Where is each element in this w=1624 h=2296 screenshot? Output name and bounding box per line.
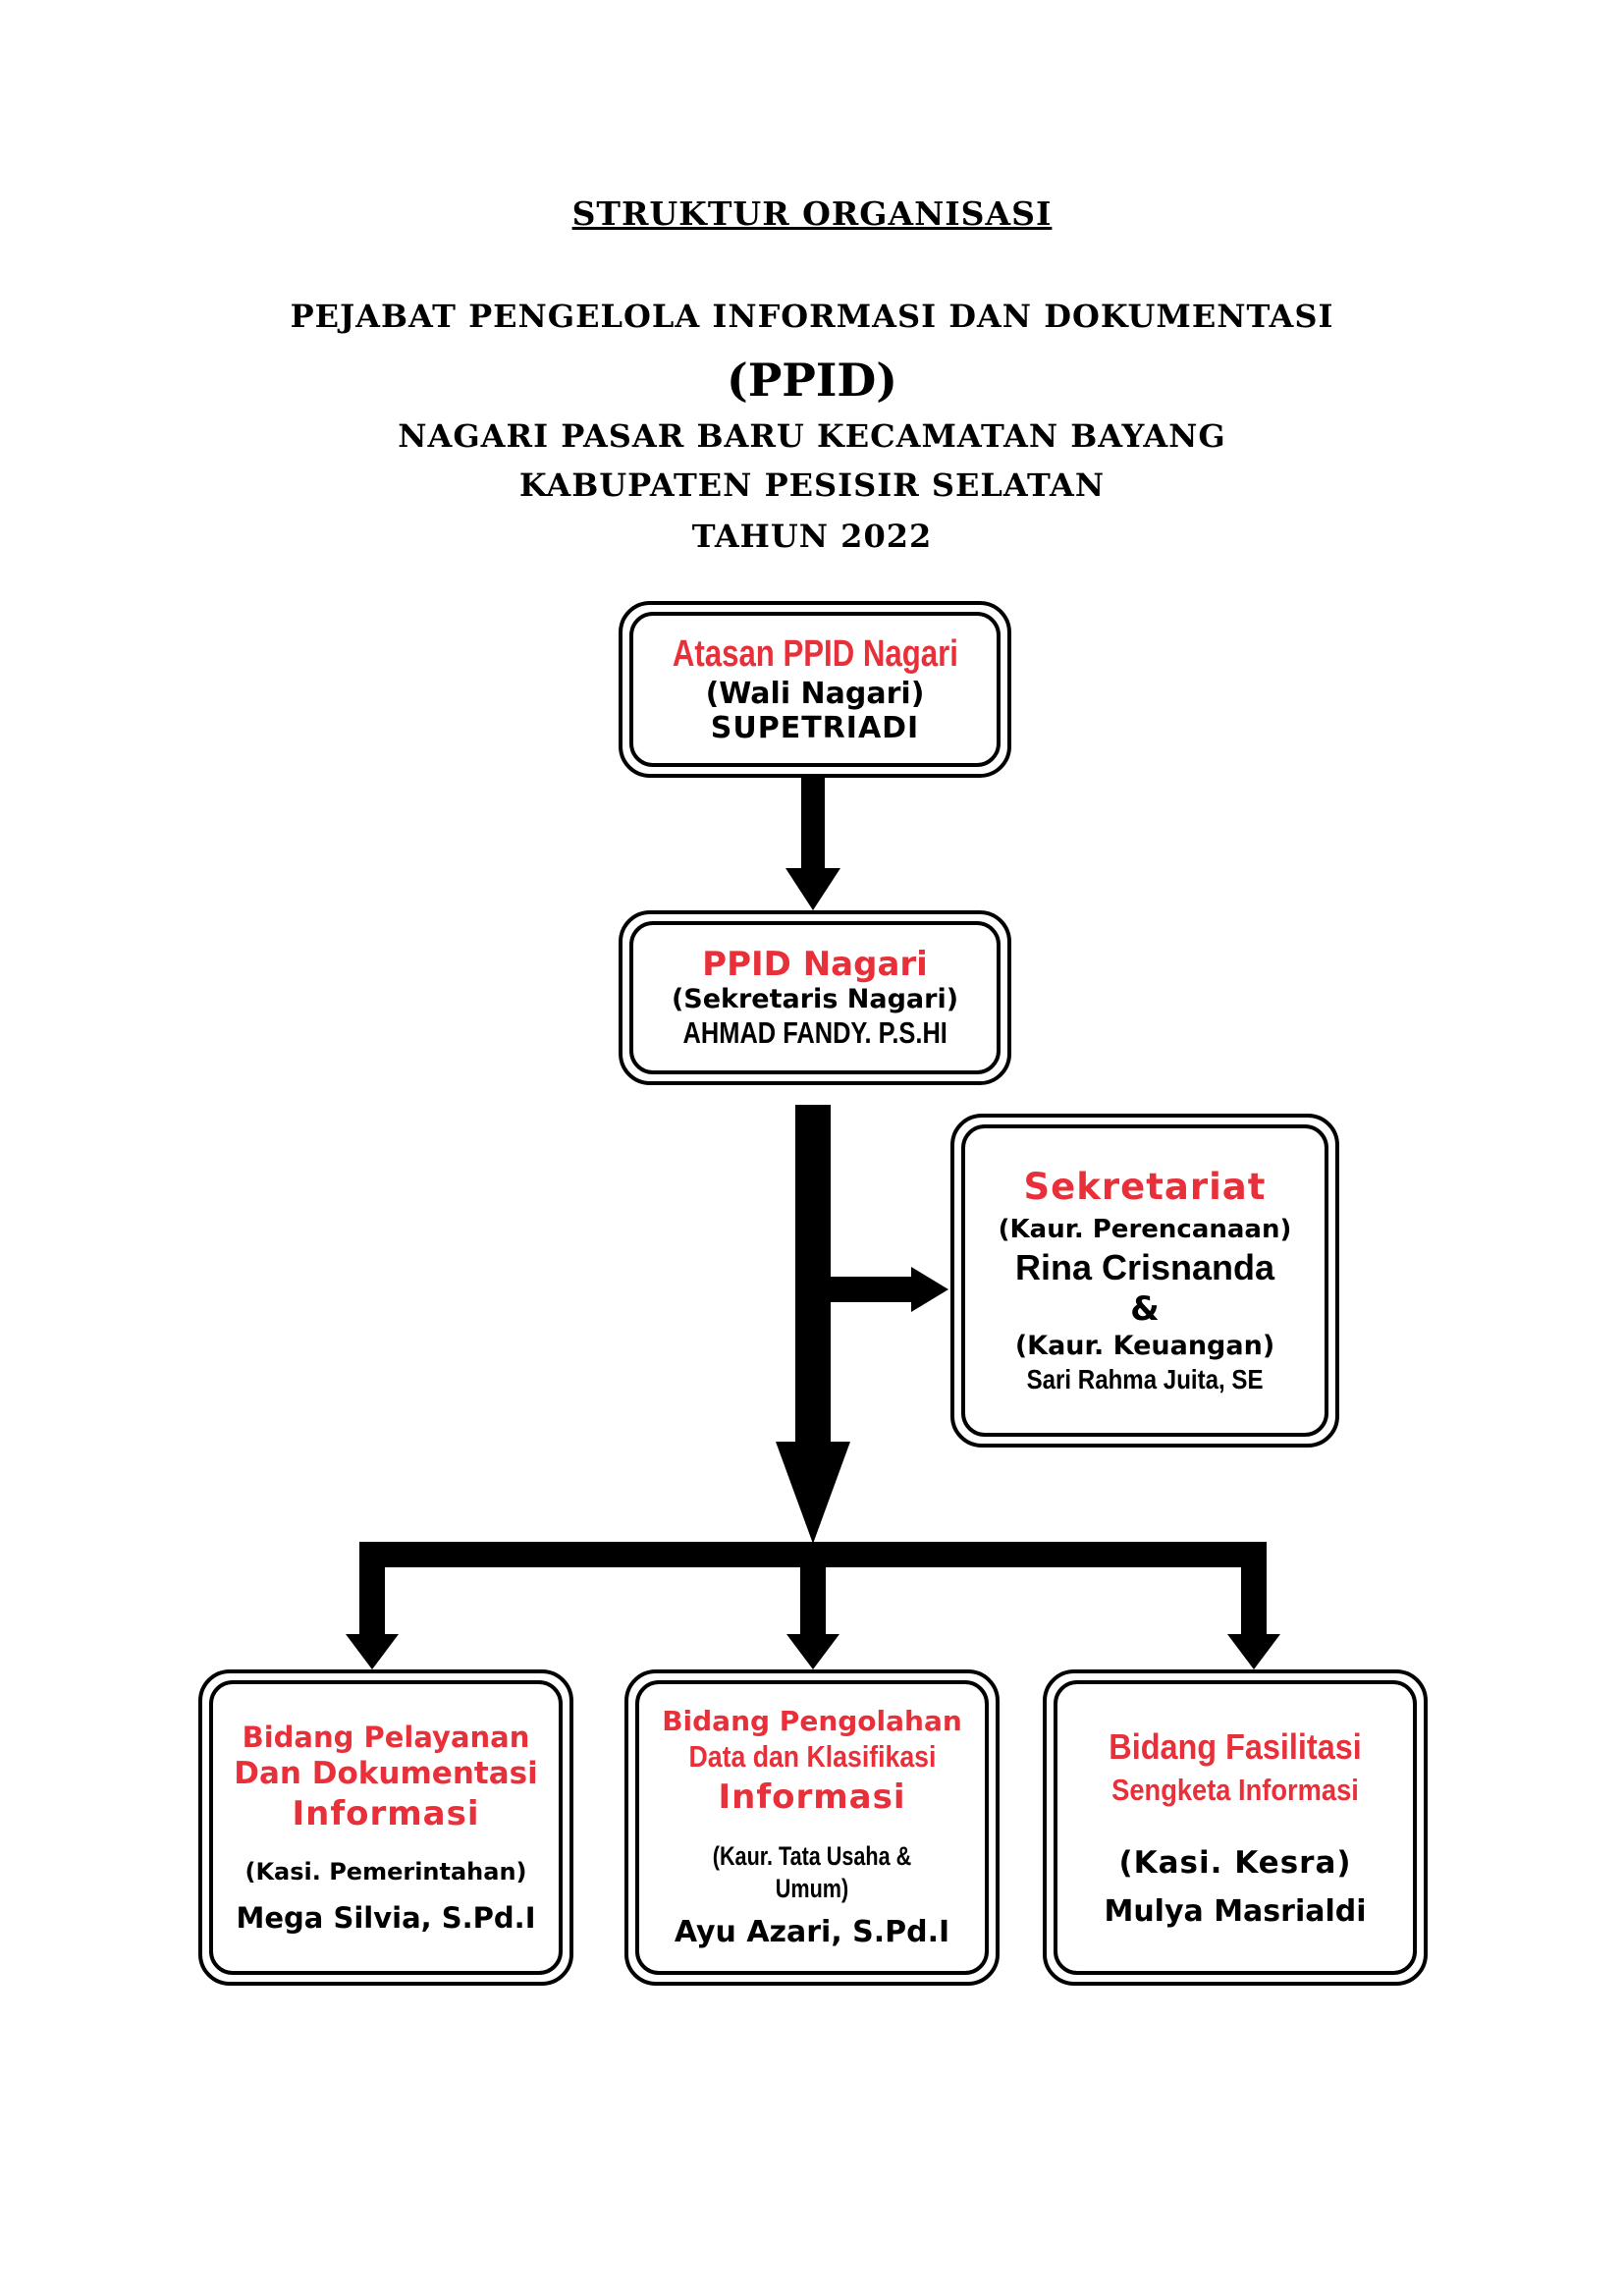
node-atasan-name: SUPETRIADI bbox=[710, 711, 920, 746]
arrow-head-bidang-3 bbox=[1227, 1634, 1280, 1669]
node-sekretariat-title: Sekretariat bbox=[1023, 1166, 1267, 1209]
node-atasan-title: Atasan PPID Nagari bbox=[672, 633, 958, 676]
subtitle-line-2: (PPID) bbox=[726, 354, 898, 407]
connector-horizontal-bar bbox=[359, 1542, 1267, 1567]
arrow-head-ppid bbox=[785, 868, 840, 910]
node-bidang-2-title-2: Data dan Klasifikasi bbox=[688, 1739, 936, 1775]
connector-drop-3 bbox=[1241, 1542, 1267, 1636]
subtitle-line-1: PEJABAT PENGELOLA INFORMASI DAN DOKUMENT… bbox=[290, 298, 1334, 335]
node-bidang-1-title-1: Bidang Pelayanan bbox=[242, 1721, 530, 1755]
node-ppid-nagari: PPID Nagari (Sekretaris Nagari) AHMAD FA… bbox=[619, 910, 1011, 1085]
node-bidang-2-role: (Kaur. Tata Usaha & Umum) bbox=[712, 1840, 912, 1904]
subtitle-line-5: TAHUN 2022 bbox=[691, 518, 933, 555]
node-ppid-name: AHMAD FANDY. P.S.HI bbox=[682, 1014, 947, 1050]
node-atasan-role: (Wali Nagari) bbox=[705, 677, 925, 712]
node-bidang-2-title-3: Informasi bbox=[718, 1777, 906, 1818]
node-sekretariat-role-1: (Kaur. Perencanaan) bbox=[998, 1215, 1292, 1245]
arrow-head-bidang-2 bbox=[786, 1634, 839, 1669]
connector-trunk bbox=[795, 1105, 831, 1444]
node-ppid-role: (Sekretaris Nagari) bbox=[671, 983, 959, 1014]
node-sekretariat-ampersand: & bbox=[1130, 1289, 1160, 1330]
node-ppid-title: PPID Nagari bbox=[702, 944, 928, 984]
node-atasan-ppid: Atasan PPID Nagari (Wali Nagari) SUPETRI… bbox=[619, 601, 1011, 778]
node-sekretariat-name-2: Sari Rahma Juita, SE bbox=[1026, 1363, 1264, 1394]
connector-drop-1 bbox=[359, 1542, 385, 1636]
node-bidang-2-title-1: Bidang Pengolahan bbox=[662, 1705, 962, 1738]
node-bidang-3-name: Mulya Masrialdi bbox=[1104, 1894, 1367, 1930]
arrow-head-trunk bbox=[776, 1442, 850, 1544]
node-bidang-1-name: Mega Silvia, S.Pd.I bbox=[236, 1900, 536, 1935]
connector-drop-2 bbox=[800, 1567, 826, 1636]
node-bidang-3-role: (Kasi. Kesra) bbox=[1118, 1844, 1352, 1881]
connector-atasan-ppid bbox=[801, 778, 825, 868]
arrow-head-bidang-1 bbox=[346, 1634, 399, 1669]
node-bidang-1-role: (Kasi. Pemerintahan) bbox=[244, 1857, 527, 1886]
document-title: STRUKTUR ORGANISASI bbox=[571, 194, 1053, 233]
subtitle-line-3: NAGARI PASAR BARU KECAMATAN BAYANG bbox=[398, 417, 1226, 455]
node-sekretariat-name-1: Rina Crisnanda bbox=[1014, 1247, 1275, 1288]
node-sekretariat-role-2: (Kaur. Keuangan) bbox=[1014, 1330, 1275, 1361]
node-bidang-3-title-1: Bidang Fasilitasi bbox=[1109, 1725, 1362, 1767]
node-bidang-fasilitasi: Bidang Fasilitasi Sengketa Informasi (Ka… bbox=[1043, 1669, 1428, 1986]
node-bidang-2-name: Ayu Azari, S.Pd.I bbox=[674, 1915, 950, 1950]
node-bidang-pengolahan: Bidang Pengolahan Data dan Klasifikasi I… bbox=[624, 1669, 1000, 1986]
connector-sekretariat bbox=[831, 1277, 913, 1302]
node-sekretariat: Sekretariat (Kaur. Perencanaan) Rina Cri… bbox=[950, 1114, 1339, 1448]
node-bidang-1-title-2: Dan Dokumentasi bbox=[234, 1756, 538, 1792]
subtitle-line-4: KABUPATEN PESISIR SELATAN bbox=[518, 466, 1106, 504]
node-bidang-pelayanan: Bidang Pelayanan Dan Dokumentasi Informa… bbox=[198, 1669, 573, 1986]
node-bidang-3-title-2: Sengketa Informasi bbox=[1111, 1772, 1359, 1807]
node-bidang-1-title-3: Informasi bbox=[292, 1794, 480, 1834]
arrow-head-sekretariat bbox=[911, 1267, 948, 1312]
